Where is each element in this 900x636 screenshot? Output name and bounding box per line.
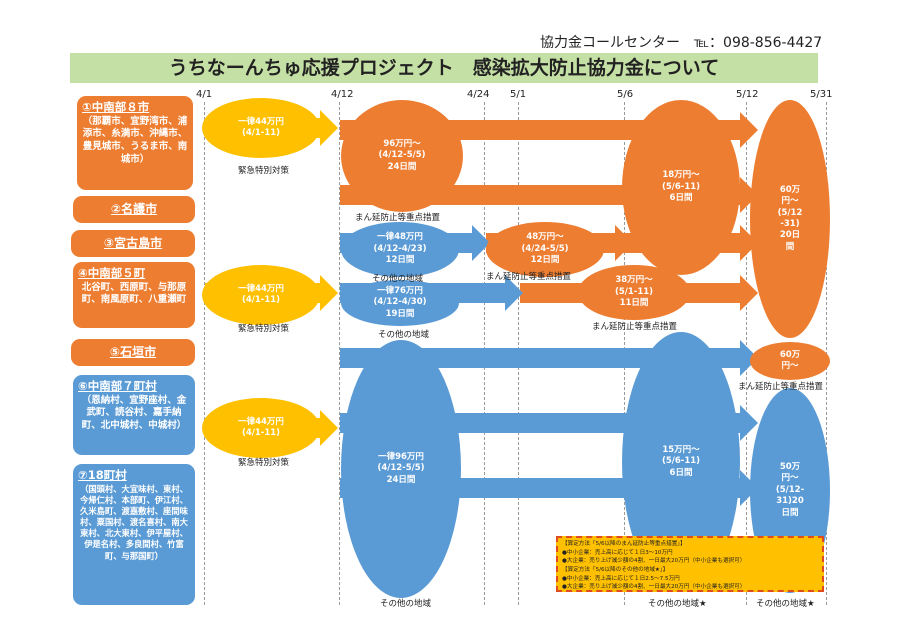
note-other-3: その他の地域 — [380, 599, 432, 609]
region-5-title: ⑤石垣市 — [109, 345, 157, 360]
calculation-legend: 【算定方法「5/6以降のまん延防止等重点措置」】 ●中小企業：売上高に応じて１日… — [556, 536, 824, 592]
region-3: ③宮古島市 — [71, 230, 195, 257]
divider-4-1 — [204, 102, 205, 605]
region-6-title: ⑥中南部７町村 — [78, 379, 157, 393]
ellipse-60man-a: 60万 円～ (5/12 -31) 20日 間 — [750, 100, 830, 338]
note-other-1: その他の地域 — [372, 274, 424, 284]
date-label-5-6: 5/6 — [617, 89, 634, 100]
divider-4-12 — [339, 102, 340, 605]
date-label-5-1: 5/1 — [510, 89, 527, 100]
legend-line: ●中小企業：売上高に応じて１日2.5～7.5万円 — [562, 575, 680, 582]
ellipse-38man: 38万円～ (5/1-11) 11日間 — [578, 265, 690, 320]
note-manen-4: まん延防止等重点措置 — [738, 382, 824, 392]
region-7-title: ⑦18町村 — [78, 468, 127, 482]
ellipse-r1-96man: 96万円～ (4/12-5/5) 24日間 — [341, 100, 463, 212]
date-label-4-12: 4/12 — [331, 89, 354, 100]
region-4-title: ④中南部５町 — [78, 266, 146, 280]
region-2: ②名護市 — [73, 196, 195, 223]
legend-line: ●大企業：売り上げ減少額の4割、一日最大20万円（中小企業も選択可） — [562, 584, 746, 591]
legend-line: ●大企業：売り上げ減少額の4割、一日最大20万円（中小企業も選択可） — [562, 558, 746, 565]
region-6-body: （恩納村、宜野座村、金武町、読谷村、嘉手納町、北中城村、中城村） — [81, 394, 187, 432]
ellipse-r3-48man-b: 48万円～ (4/24-5/5) 12日間 — [486, 222, 604, 277]
region-2-title: ②名護市 — [110, 202, 158, 217]
note-other-star-2: その他の地域★ — [756, 599, 815, 609]
region-1-body: （那覇市、宜野湾市、浦添市、糸満市、沖縄市、豊見城市、うるま市、南城市） — [82, 115, 188, 165]
callcenter-contact: 協力金コールセンター ℡：098-856-4427 — [540, 35, 823, 51]
note-emergency-3: 緊急特別対策 — [238, 458, 290, 468]
date-label-4-1: 4/1 — [196, 89, 213, 100]
page-title: うちなーんちゅ応援プロジェクト 感染拡大防止協力金について — [70, 53, 818, 83]
ellipse-r1-emergency: 一律44万円 (4/1-11) — [202, 98, 320, 158]
region-1-title: ①中南部８市 — [82, 100, 150, 114]
note-manen-2: まん延防止等重点措置 — [486, 272, 572, 282]
region-6: ⑥中南部７町村 （恩納村、宜野座村、金武町、読谷村、嘉手納町、北中城村、中城村） — [73, 375, 195, 455]
ellipse-r4-76man: 一律76万円 (4/12-4/30) 19日間 — [341, 280, 459, 326]
note-manen-1: まん延防止等重点措置 — [355, 213, 441, 223]
region-7-body: （国頭村、大宜味村、東村、今帰仁村、本部町、伊江村、久米島町、渡嘉敷村、座間味村… — [80, 483, 188, 561]
note-other-2: その他の地域 — [378, 330, 430, 340]
date-label-4-24: 4/24 — [467, 89, 490, 100]
date-label-5-12: 5/12 — [736, 89, 759, 100]
region-5: ⑤石垣市 — [71, 339, 195, 366]
legend-line: 【算定方法「5/6以降のその他の地域★」】 — [562, 566, 669, 573]
region-4-body: 北谷町、西原町、与那原町、南風原町、八重瀬町 — [81, 281, 187, 306]
ellipse-r4-emergency: 一律44万円 (4/1-11) — [202, 265, 320, 325]
region-3-title: ③宮古島市 — [103, 236, 163, 251]
legend-line: 【算定方法「5/6以降のまん延防止等重点措置」】 — [562, 541, 686, 547]
ellipse-96man-blue: 一律96万円 (4/12-5/5) 24日間 — [341, 340, 461, 598]
note-emergency-2: 緊急特別対策 — [238, 324, 290, 334]
note-emergency-1: 緊急特別対策 — [238, 166, 290, 176]
region-1: ①中南部８市 （那覇市、宜野湾市、浦添市、糸満市、沖縄市、豊見城市、うるま市、南… — [77, 96, 193, 190]
region-4: ④中南部５町 北谷町、西原町、与那原町、南風原町、八重瀬町 — [73, 262, 195, 328]
note-other-star-1: その他の地域★ — [648, 599, 707, 609]
legend-line: ●中小企業：売上高に応じて１日3～10万円 — [562, 549, 673, 556]
ellipse-r3-48man: 一律48万円 (4/12-4/23) 12日間 — [341, 222, 459, 277]
ellipse-r6-emergency: 一律44万円 (4/1-11) — [202, 398, 320, 458]
ellipse-18man: 18万円～ (5/6-11) 6日間 — [622, 100, 740, 275]
note-manen-3: まん延防止等重点措置 — [592, 322, 678, 332]
ellipse-60man-b: 60万 円～ — [750, 342, 830, 380]
date-label-5-31: 5/31 — [810, 89, 833, 100]
region-7: ⑦18町村 （国頭村、大宜味村、東村、今帰仁村、本部町、伊江村、久米島町、渡嘉敷… — [73, 464, 195, 605]
